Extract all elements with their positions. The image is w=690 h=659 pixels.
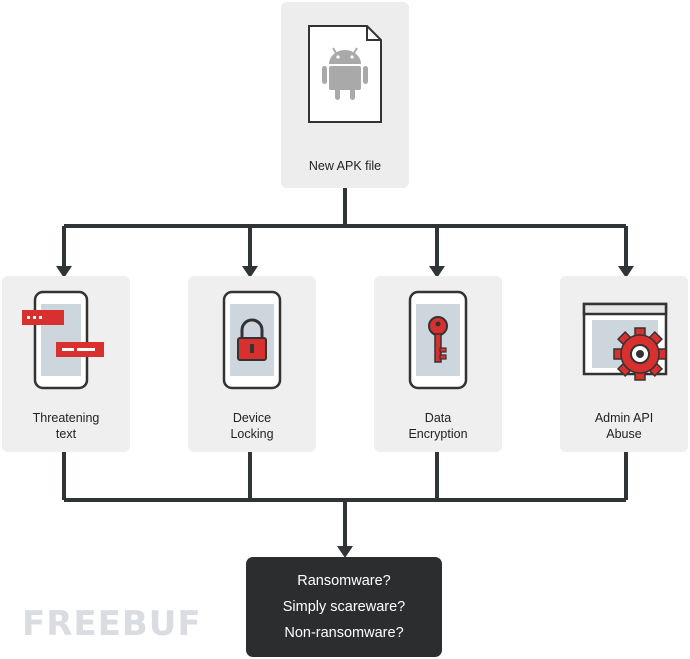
- threatening-text-card: Threatening text: [2, 276, 130, 452]
- padlock-phone-icon: [222, 290, 282, 390]
- arrow-down-icon: [337, 546, 353, 558]
- admin-gear-window-icon: [582, 302, 668, 381]
- data-encryption-label: Data Encryption: [408, 411, 468, 441]
- data-encryption-card: Data Encryption: [374, 276, 502, 452]
- arrow-down-icon: [242, 266, 258, 278]
- threatening-text-label: Threatening text: [32, 411, 100, 441]
- device-locking-label: Device Locking: [230, 411, 274, 441]
- result-scareware: Simply scareware?: [282, 599, 406, 615]
- classification-result-box: Ransomware? Simply scareware? Non-ransom…: [246, 557, 442, 657]
- device-locking-card: Device Locking: [188, 276, 316, 452]
- result-non-ransomware: Non-ransomware?: [284, 625, 404, 641]
- key-phone-icon: [408, 290, 468, 390]
- admin-api-card: Admin API Abuse: [560, 276, 688, 452]
- result-ransomware: Ransomware?: [297, 573, 391, 589]
- new-apk-card: New APK file: [281, 2, 409, 188]
- arrow-down-icon: [429, 266, 445, 278]
- admin-api-label: Admin API Abuse: [594, 411, 654, 441]
- watermark: FREEBUF: [22, 604, 202, 644]
- arrow-down-icon: [618, 266, 634, 278]
- arrow-down-icon: [56, 266, 72, 278]
- android-file-icon: [308, 25, 382, 123]
- threatening-text-phone-icon: [22, 290, 104, 390]
- new-apk-label: New APK file: [308, 159, 382, 173]
